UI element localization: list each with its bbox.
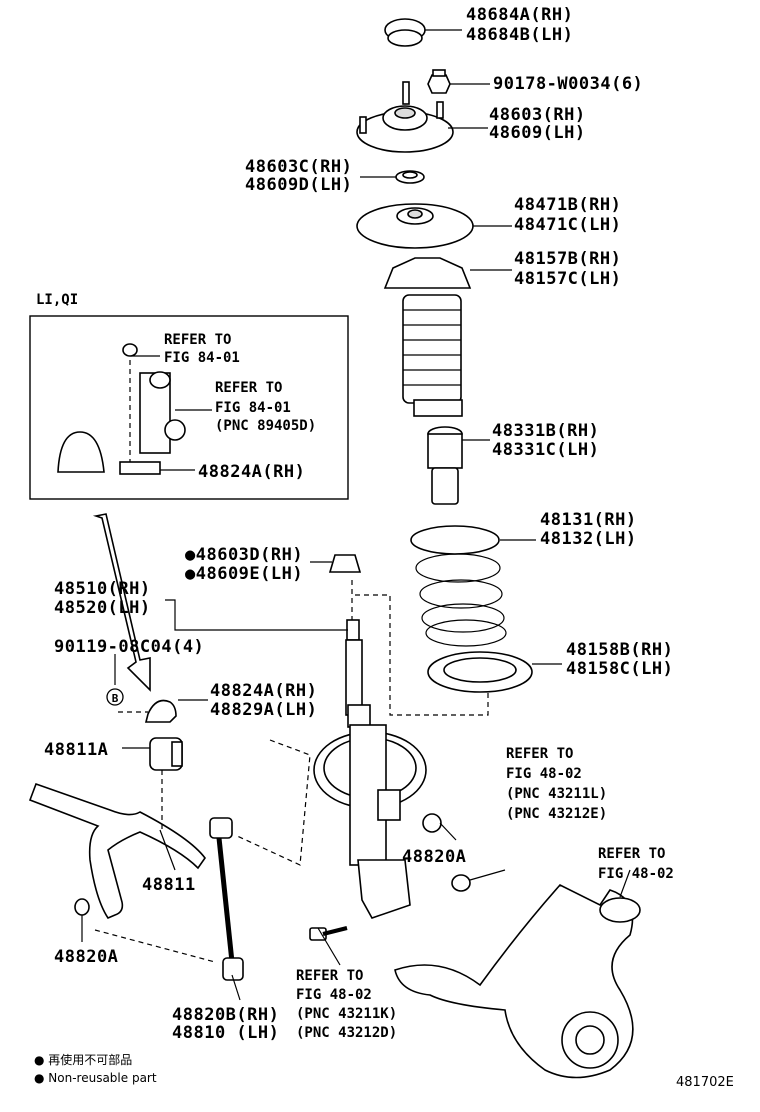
- stab-link-nut-right-part: [422, 813, 442, 833]
- stabilizer-bushing-part: [149, 737, 183, 771]
- callout-48811a: 48811A: [44, 740, 108, 760]
- callout-48131: 48131(RH)48132(LH): [540, 510, 637, 549]
- callout-48510: 48510(RH)48520(LH): [54, 579, 151, 618]
- knuckle-nut-part: [451, 874, 471, 892]
- callout-48603d: ●48603D(RH)●48609E(LH): [185, 545, 303, 584]
- flange-bolt-part: [309, 926, 348, 941]
- inset-title: LI,QI: [36, 292, 78, 308]
- coil-spring-part: [410, 525, 507, 647]
- callout-48603c: 48603C(RH)48609D(LH): [245, 157, 352, 195]
- callout-48811: 48811: [142, 875, 196, 895]
- legend-line-en: ● Non-reusable part: [34, 1071, 157, 1085]
- mount-nut-part: [427, 69, 451, 94]
- leader-lines: [81, 29, 631, 1001]
- dust-cap-part: [384, 18, 426, 47]
- lower-spring-insulator-part: [427, 651, 533, 693]
- callout-48824-main: 48824A(RH)48829A(LH): [210, 681, 317, 720]
- callout-90178: 90178-W0034(6): [493, 74, 643, 94]
- legend-line-jp: ● 再使用不可部品: [34, 1052, 132, 1067]
- steering-knuckle-part: [394, 884, 641, 1079]
- inset-part-label: 48824A(RH): [198, 462, 305, 482]
- svg-text:B: B: [112, 692, 119, 705]
- callout-48603: 48603(RH)48609(LH): [489, 105, 586, 143]
- callout-48157: 48157B(RH)48157C(LH): [514, 249, 621, 289]
- inset-sensor-link-drawing: [57, 343, 186, 475]
- dust-boot-part: [383, 257, 472, 417]
- figure-id: 481702E: [676, 1075, 734, 1090]
- callout-48684: 48684A(RH)48684B(LH): [466, 5, 573, 45]
- callout-48820b: 48820B(RH)48810 (LH): [172, 1005, 279, 1043]
- bushing-bracket-part: [144, 699, 177, 723]
- callout-48158: 48158B(RH)48158C(LH): [566, 640, 673, 679]
- callout-48331: 48331B(RH)48331C(LH): [492, 421, 599, 460]
- callout-48820a-right: 48820A: [402, 847, 466, 867]
- stab-link-nut-left-part: [74, 898, 90, 916]
- stabilizer-bar-part: [28, 782, 206, 919]
- callout-48820a-left: 48820A: [54, 947, 118, 967]
- shock-absorber-part: [313, 554, 427, 919]
- direction-arrow: [92, 513, 151, 692]
- marker-b: B: [106, 688, 124, 706]
- upper-support-part: [356, 81, 454, 153]
- inset-box: [29, 315, 349, 500]
- bearing-part: [395, 170, 425, 184]
- callout-48471: 48471B(RH)48471C(LH): [514, 195, 621, 235]
- stabilizer-link-part: [209, 817, 244, 981]
- upper-spring-seat-part: [356, 203, 474, 249]
- callout-90119: 90119-08C04(4): [54, 637, 204, 657]
- bump-stopper-part: [427, 426, 463, 505]
